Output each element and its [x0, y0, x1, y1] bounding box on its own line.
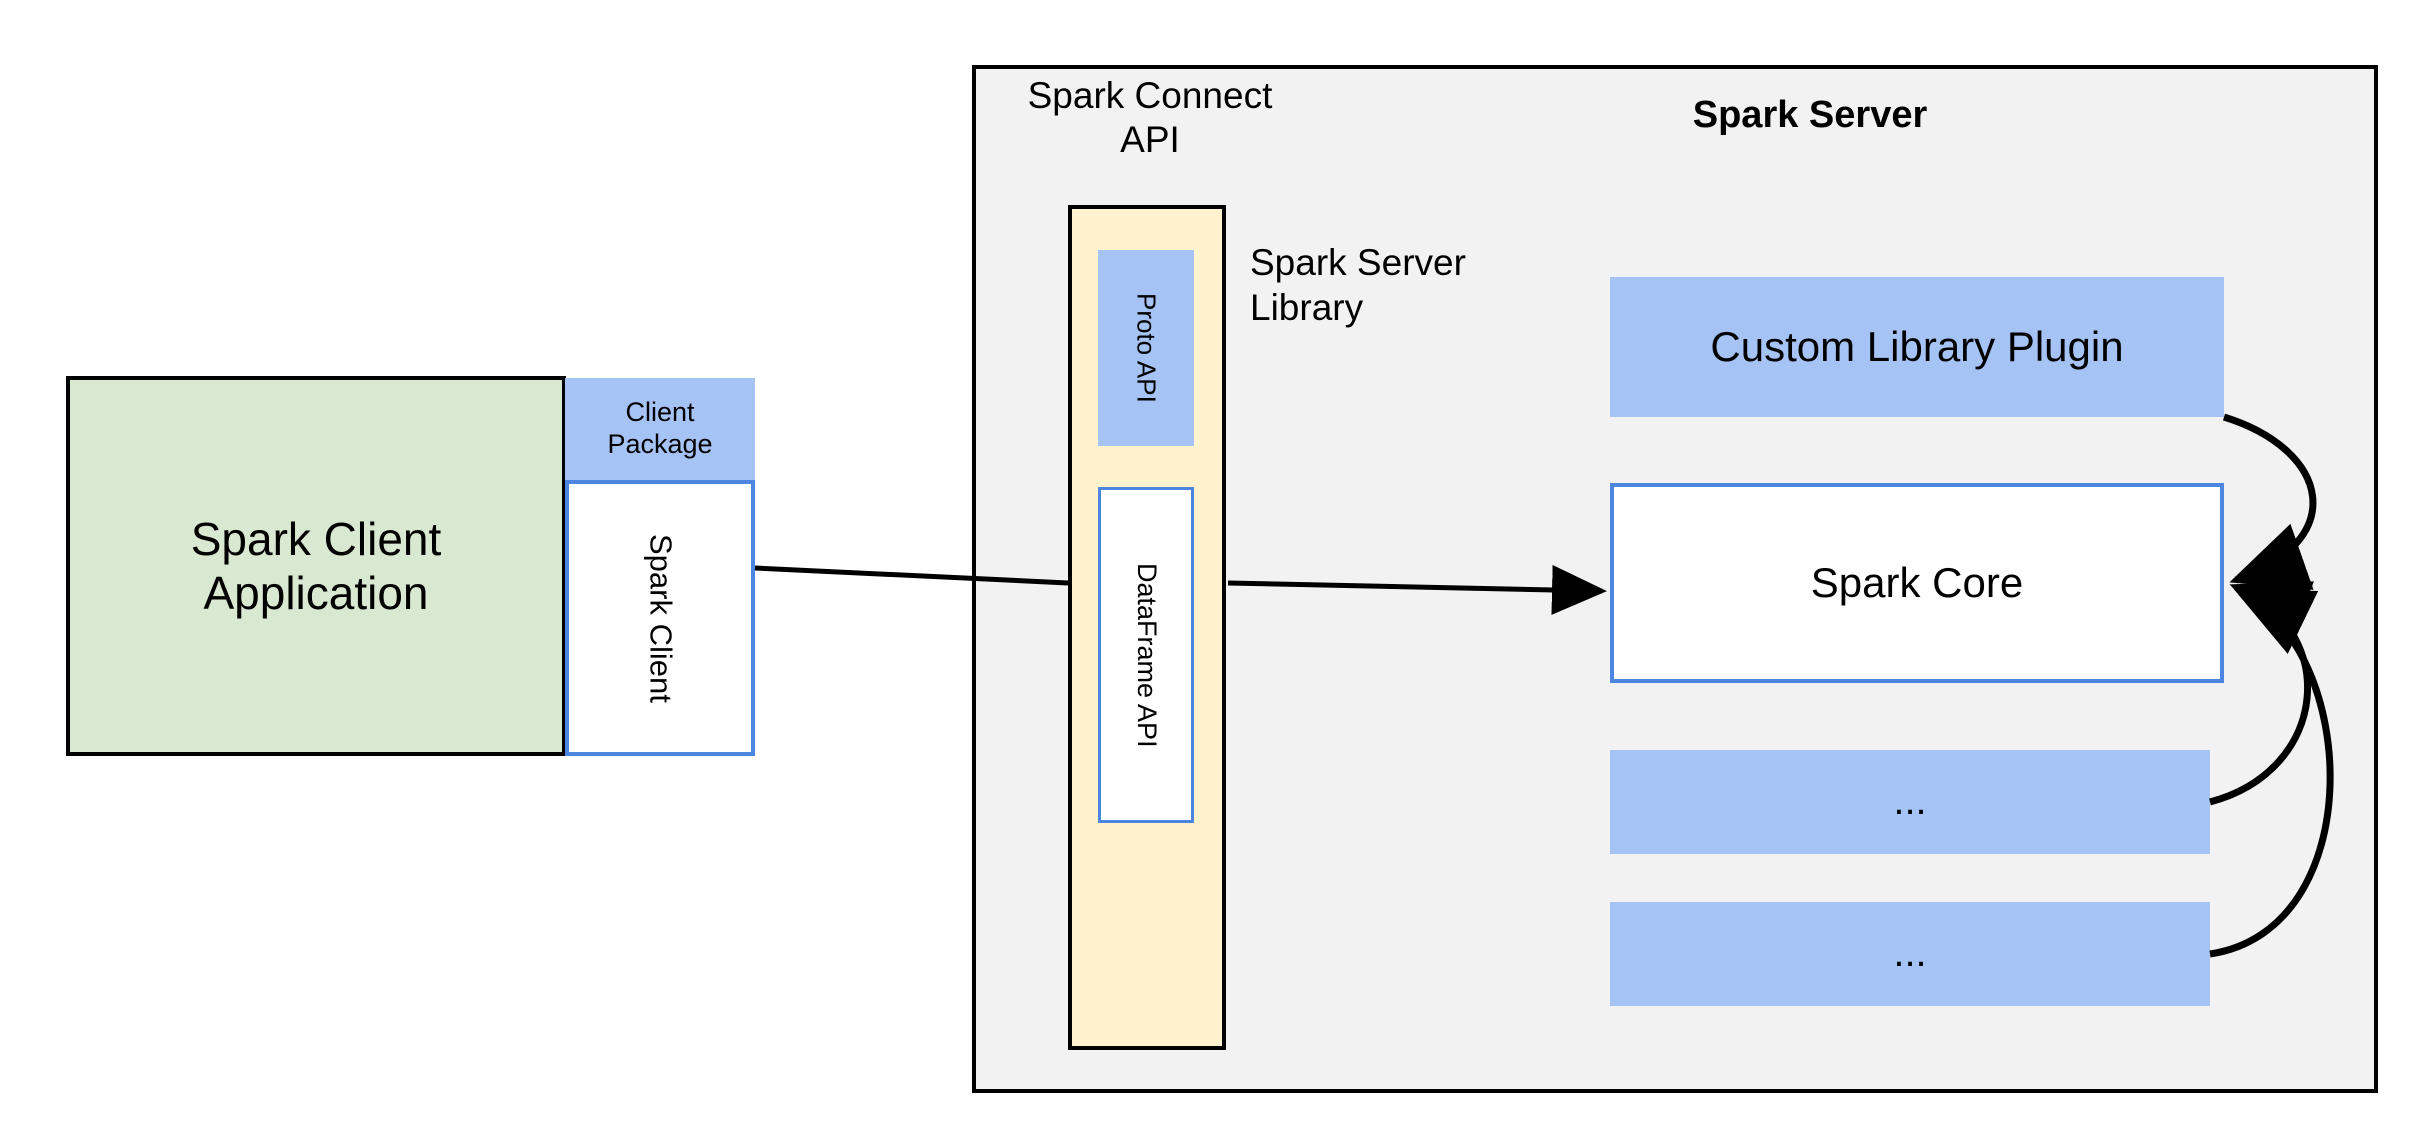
- spark-connect-api-label: Spark Connect API: [1005, 68, 1295, 164]
- client-application-label-line1: Spark Client: [190, 512, 442, 565]
- spark-server-title: Spark Server: [1692, 93, 1928, 136]
- client-application-label-line2: Application: [203, 567, 429, 619]
- proto-api-label: Proto API: [1131, 293, 1162, 403]
- custom-library-plugin-box: Custom Library Plugin: [1610, 277, 2224, 417]
- client-package-box: Client Package: [565, 378, 755, 480]
- spark-client-box: Spark Client: [565, 480, 755, 756]
- client-package-label-line2: Package: [607, 429, 713, 459]
- spark-core-box: Spark Core: [1610, 483, 2224, 683]
- spark-connect-api-label-line1: Spark Connect: [1027, 75, 1273, 116]
- spark-client-application-box: Spark Client Application: [66, 376, 566, 756]
- proto-api-box: Proto API: [1098, 250, 1194, 446]
- client-package-label-line1: Client: [625, 397, 695, 428]
- spark-server-library-label: Spark Server Library: [1250, 240, 1540, 340]
- dataframe-api-label: DataFrame API: [1131, 562, 1162, 748]
- spark-server-library-label-line1: Spark Server: [1250, 242, 1466, 283]
- dataframe-api-box: DataFrame API: [1098, 487, 1194, 823]
- ellipsis-box-2: ...: [1610, 902, 2210, 1006]
- ellipsis-box-1: ...: [1610, 750, 2210, 854]
- spark-server-library-label-line2: Library: [1250, 287, 1364, 329]
- spark-connect-api-label-line2: API: [1120, 118, 1180, 160]
- spark-client-label: Spark Client: [643, 533, 679, 703]
